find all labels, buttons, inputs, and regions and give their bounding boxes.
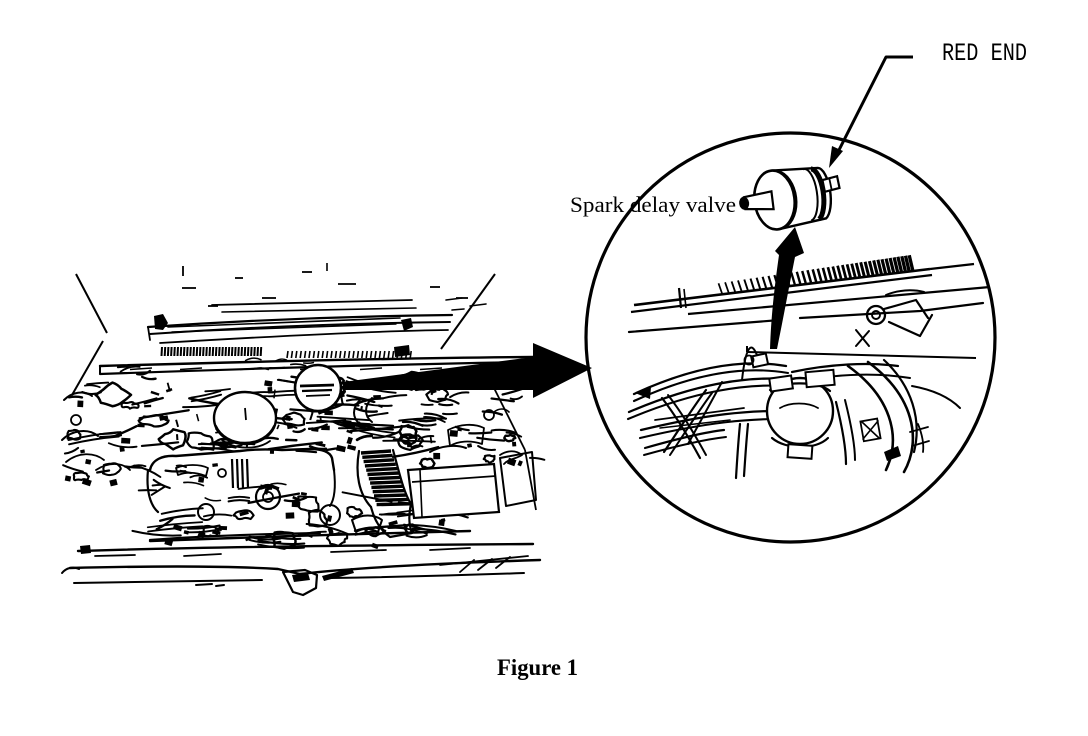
svg-text:Figure 1: Figure 1 — [497, 655, 578, 680]
svg-text:Spark delay valve: Spark delay valve — [570, 192, 736, 217]
svg-text:RED END: RED END — [942, 39, 1027, 68]
